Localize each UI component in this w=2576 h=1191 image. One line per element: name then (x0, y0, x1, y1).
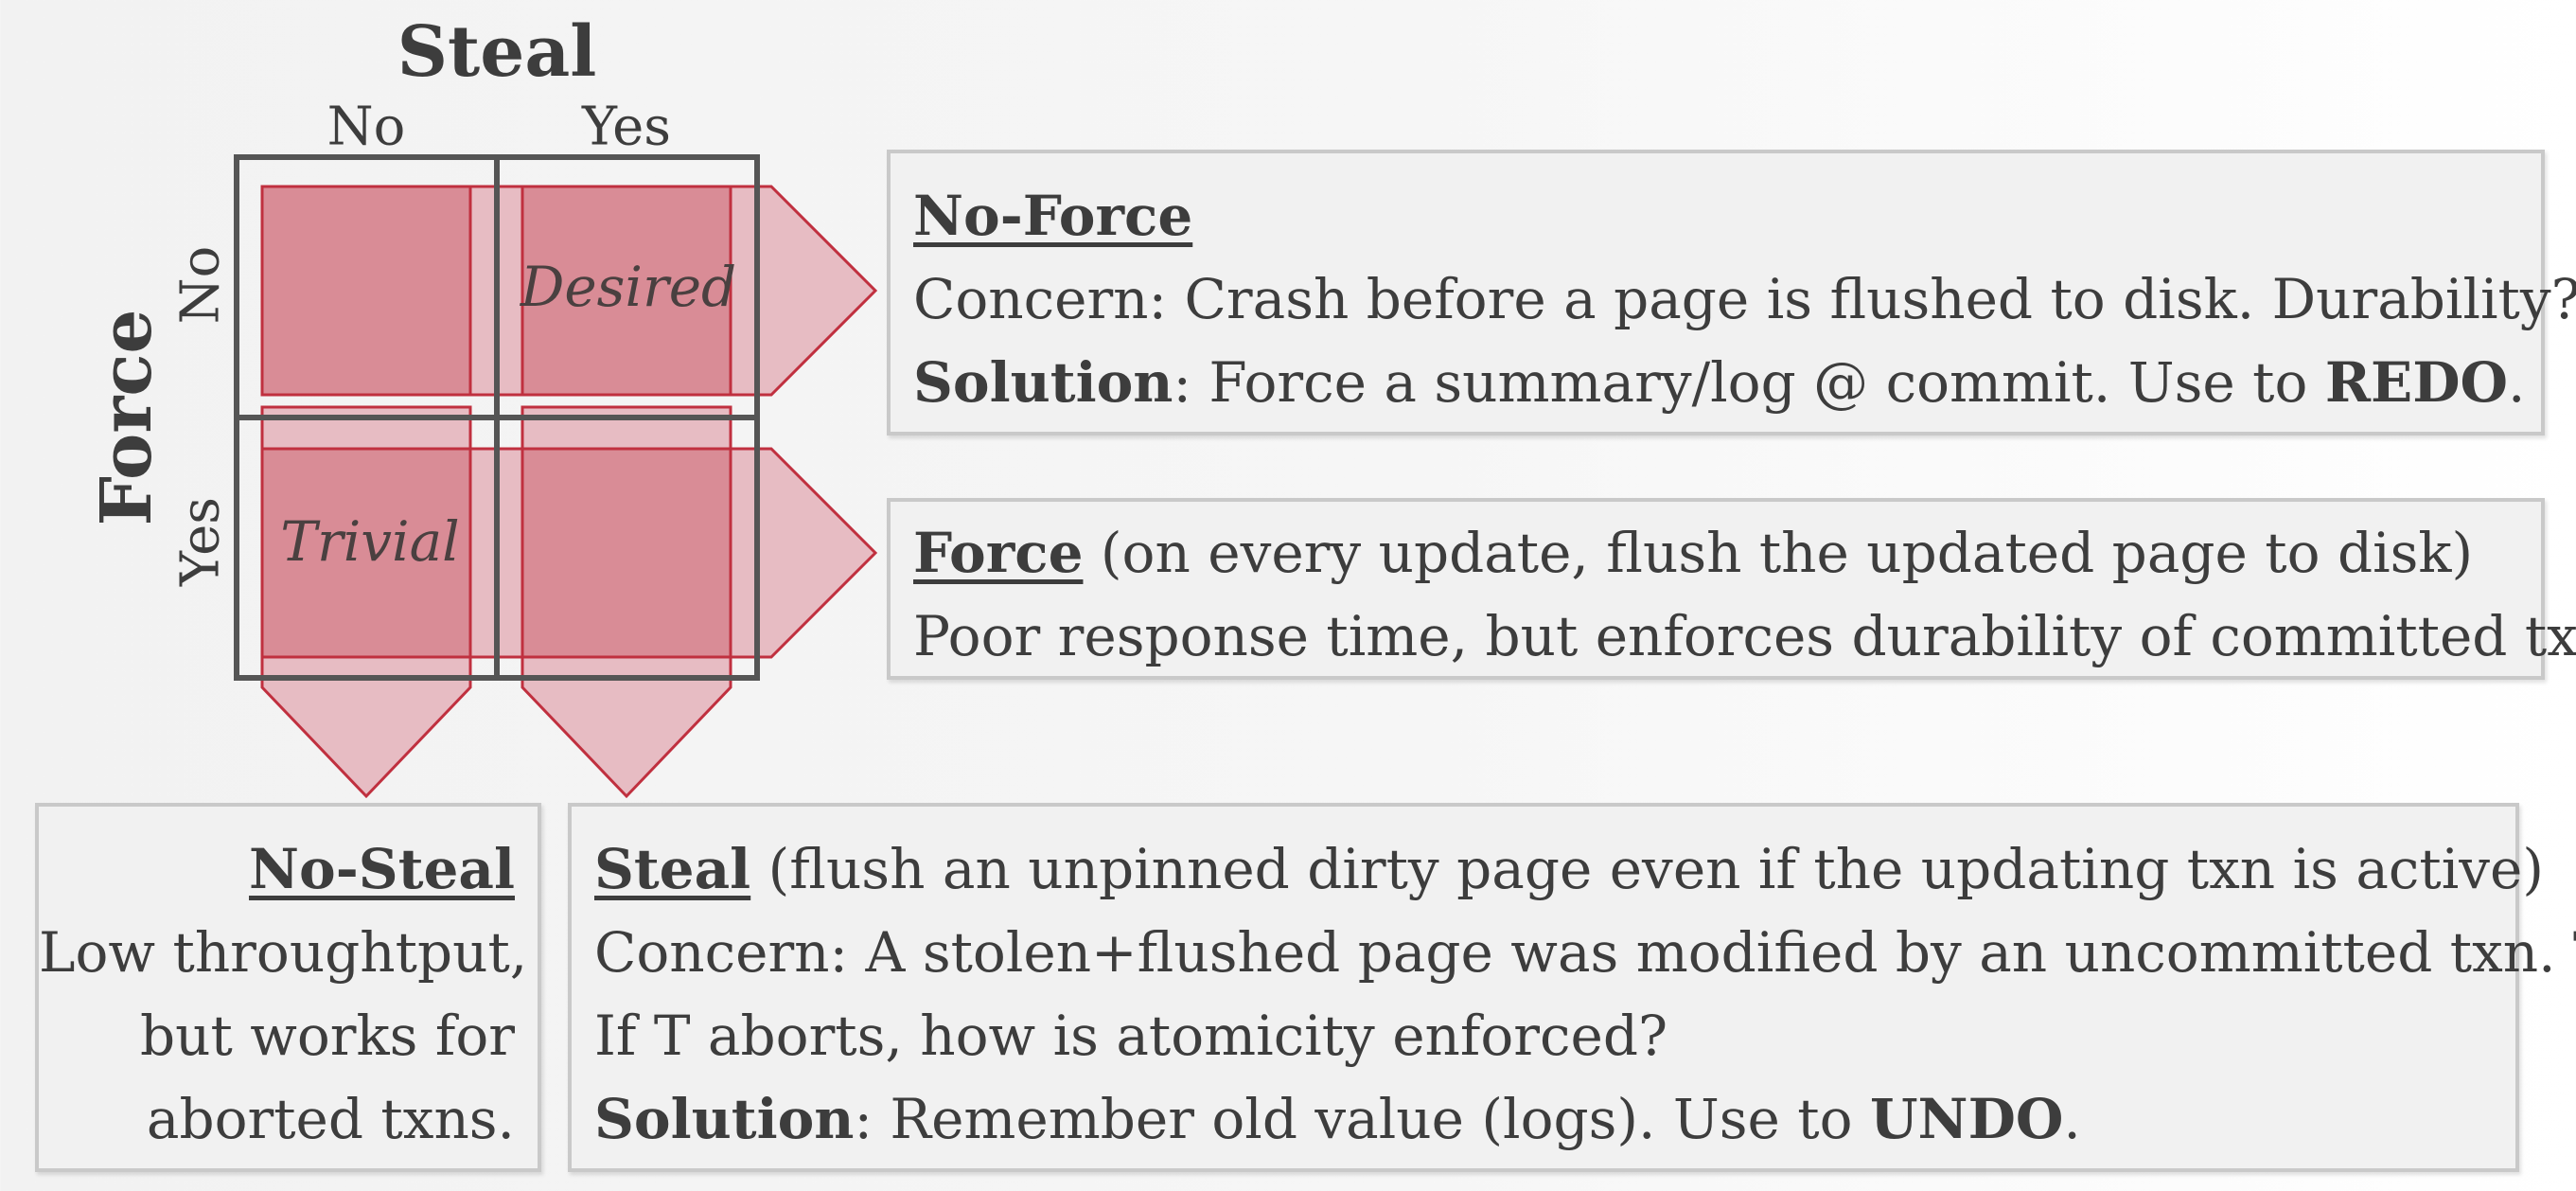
no-force-title: No-Force (913, 184, 1193, 248)
cell-steal-noforce (520, 185, 732, 397)
force-no-label: No (169, 245, 232, 325)
steal-box: Steal (flush an unpinned dirty page even… (568, 803, 2576, 1172)
no-force-concern: Concern: Crash before a page is flushed … (913, 267, 2576, 331)
no-steal-line1: Low throughtput, (39, 920, 528, 985)
steal-concern-2: If T aborts, how is atomicity enforced? (594, 1004, 1668, 1068)
trivial-label: Trivial (280, 509, 460, 574)
no-force-box: No-Force Concern: Crash before a page is… (887, 150, 2576, 436)
matrix-grid (234, 154, 760, 681)
no-steal-line2: but works for (140, 1004, 515, 1068)
desired-label: Desired (520, 255, 737, 319)
steal-solution: Solution: Remember old value (logs). Use… (594, 1087, 2081, 1151)
steal-heading-line: Steal (flush an unpinned dirty page even… (594, 837, 2544, 901)
no-force-solution: Solution: Force a summary/log @ commit. … (913, 350, 2526, 415)
force-heading-line: Force (on every update, flush the update… (913, 521, 2474, 585)
no-steal-title: No-Steal (249, 837, 515, 901)
no-steal-box: No-Steal Low throughtput, but works for … (35, 803, 541, 1172)
steal-concern-1: Concern: A stolen+flushed page was modif… (594, 920, 2576, 985)
steal-no-label: No (326, 96, 406, 158)
no-steal-line3: aborted txns. (146, 1087, 515, 1151)
steal-axis-title: Steal (397, 11, 597, 93)
force-yes-label: Yes (169, 497, 232, 586)
force-title: Force (913, 521, 1084, 585)
force-description: Poor response time, but enforces durabil… (913, 604, 2576, 668)
cell-nosteal-force (260, 447, 472, 659)
steal-title: Steal (594, 837, 751, 901)
steal-yes-label: Yes (582, 96, 671, 158)
cell-nosteal-noforce (260, 185, 472, 397)
force-axis-title: Force (86, 309, 168, 526)
steal-force-matrix (234, 154, 878, 799)
force-box: Force (on every update, flush the update… (887, 498, 2576, 680)
cell-steal-force (520, 447, 732, 659)
